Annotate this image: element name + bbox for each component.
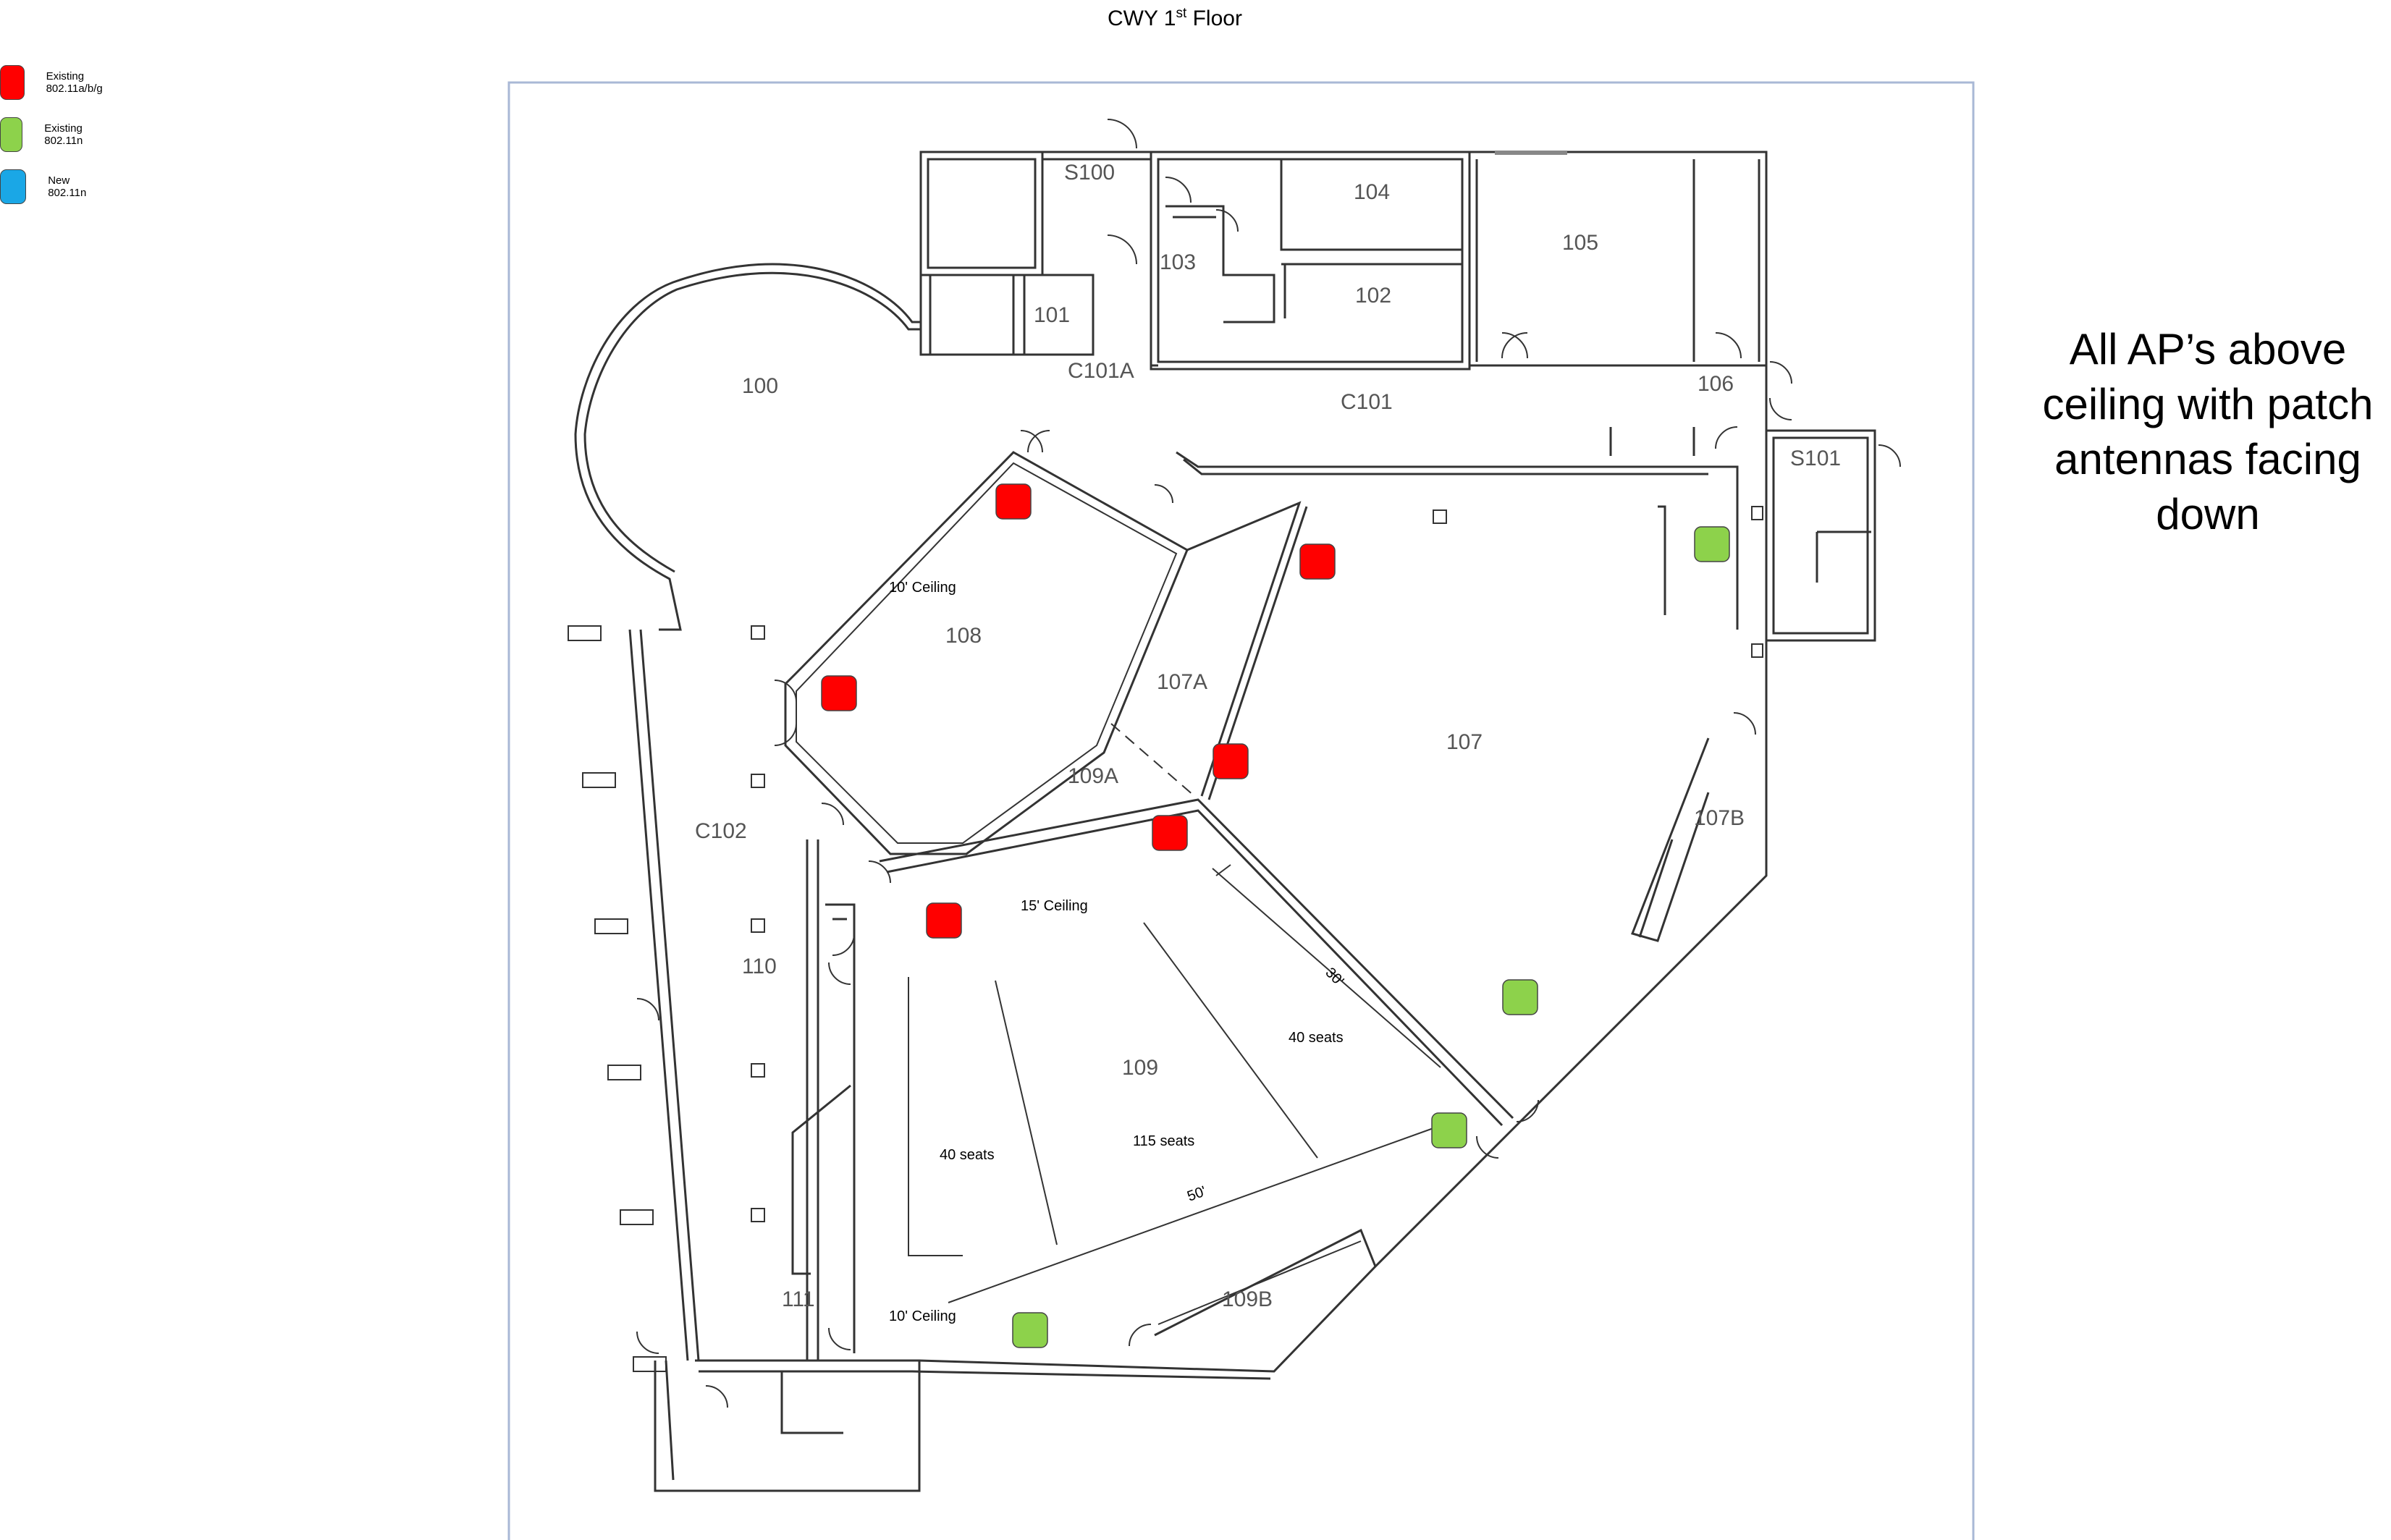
legend-item-existing-abg: Existing 802.11a/b/g: [0, 65, 113, 100]
room-label-101: 101: [1034, 303, 1070, 327]
room-label-s100: S100: [1064, 161, 1115, 185]
room-label-107b: 107B: [1694, 806, 1745, 830]
room-label-107: 107: [1446, 730, 1483, 754]
room-label-105: 105: [1562, 231, 1598, 255]
room-label-c102: C102: [695, 819, 747, 843]
ap-existing-abg-109a: [1152, 815, 1188, 851]
room-label-107a: 107A: [1157, 670, 1207, 694]
top-wing-walls: [919, 151, 1768, 371]
c101-walls: [1151, 364, 1768, 630]
red-ap-swatch-icon: [0, 65, 25, 100]
room-label-102: 102: [1355, 284, 1391, 308]
room-label-103: 103: [1160, 250, 1196, 274]
room-label-110: 110: [742, 955, 777, 978]
legend-label: New 802.11n: [48, 174, 87, 199]
room-label-106: 106: [1698, 372, 1734, 396]
room-label-c101: C101: [1341, 390, 1393, 414]
ap-existing-n-107-north: [1694, 526, 1730, 562]
ap-existing-abg-107a: [1213, 743, 1249, 779]
room-label-109b: 109B: [1222, 1287, 1273, 1311]
ceiling-fixtures: [568, 506, 1763, 1372]
s101-walls: [1765, 429, 1876, 642]
ap-existing-n-109-east: [1431, 1112, 1467, 1148]
ap-existing-abg-108-north: [995, 483, 1032, 520]
partition-walls: [1609, 427, 1695, 615]
room-109-walls: [879, 798, 1514, 1337]
ceiling-label-108: 10' Ceiling: [889, 580, 956, 596]
dimension-label-30ft: 30': [1322, 965, 1346, 989]
legend-item-existing-n: Existing 802.11n: [0, 117, 95, 152]
room-label-109a: 109A: [1068, 764, 1118, 788]
seats-label-left: 40 seats: [940, 1147, 995, 1163]
green-ap-swatch-icon: [0, 117, 23, 152]
ap-existing-abg-107-north: [1299, 543, 1336, 580]
blue-ap-swatch-icon: [0, 169, 27, 204]
room-label-s101: S101: [1790, 447, 1841, 470]
room-label-111: 111: [782, 1287, 815, 1311]
room-label-100: 100: [742, 374, 778, 398]
ap-existing-n-107-south: [1502, 979, 1538, 1015]
legend-label: Existing 802.11a/b/g: [46, 70, 103, 95]
seats-label-right: 40 seats: [1289, 1030, 1344, 1046]
107a-109a-boundary: [1110, 723, 1195, 797]
page-title: CWY 1st Floor: [1108, 6, 1242, 30]
seats-label-center: 115 seats: [1133, 1133, 1194, 1149]
room-100-walls: [574, 263, 921, 631]
annotations: 10' Ceiling 15' Ceiling 10' Ceiling 40 s…: [889, 580, 1346, 1324]
plan-frame: [507, 81, 1975, 1540]
ap-existing-abg-109-west: [926, 902, 962, 939]
dimension-label-50ft: 50': [1185, 1183, 1208, 1205]
ceiling-label-109b: 10' Ceiling: [889, 1308, 956, 1324]
room-108-walls: [784, 451, 1189, 855]
legend-label: Existing 802.11n: [44, 122, 83, 147]
room-label-c101a: C101A: [1068, 359, 1134, 383]
legend-item-new-n: New 802.11n: [0, 169, 95, 204]
ap-existing-abg-108-west: [821, 675, 857, 711]
room-label-104: 104: [1354, 180, 1390, 204]
room-110-111-walls: [791, 839, 856, 1361]
west-walls: [628, 629, 1768, 1492]
ap-existing-n-109-south: [1012, 1312, 1048, 1348]
room-107b-walls: [1631, 737, 1710, 942]
door-swings: [636, 119, 1901, 1408]
c101-lower-wall: [1176, 451, 1739, 630]
room-label-109: 109: [1122, 1056, 1158, 1080]
room-107b-inner: [1638, 839, 1674, 938]
access-points: [821, 483, 1730, 1348]
ceiling-label-109: 15' Ceiling: [1021, 898, 1088, 914]
room-label-108: 108: [945, 624, 982, 648]
ap-mounting-note: All AP’s above ceiling with patch antenn…: [2042, 325, 2374, 538]
room-labels: S100 104 105 103 102 101 C101A C101 106 …: [695, 161, 1841, 1311]
